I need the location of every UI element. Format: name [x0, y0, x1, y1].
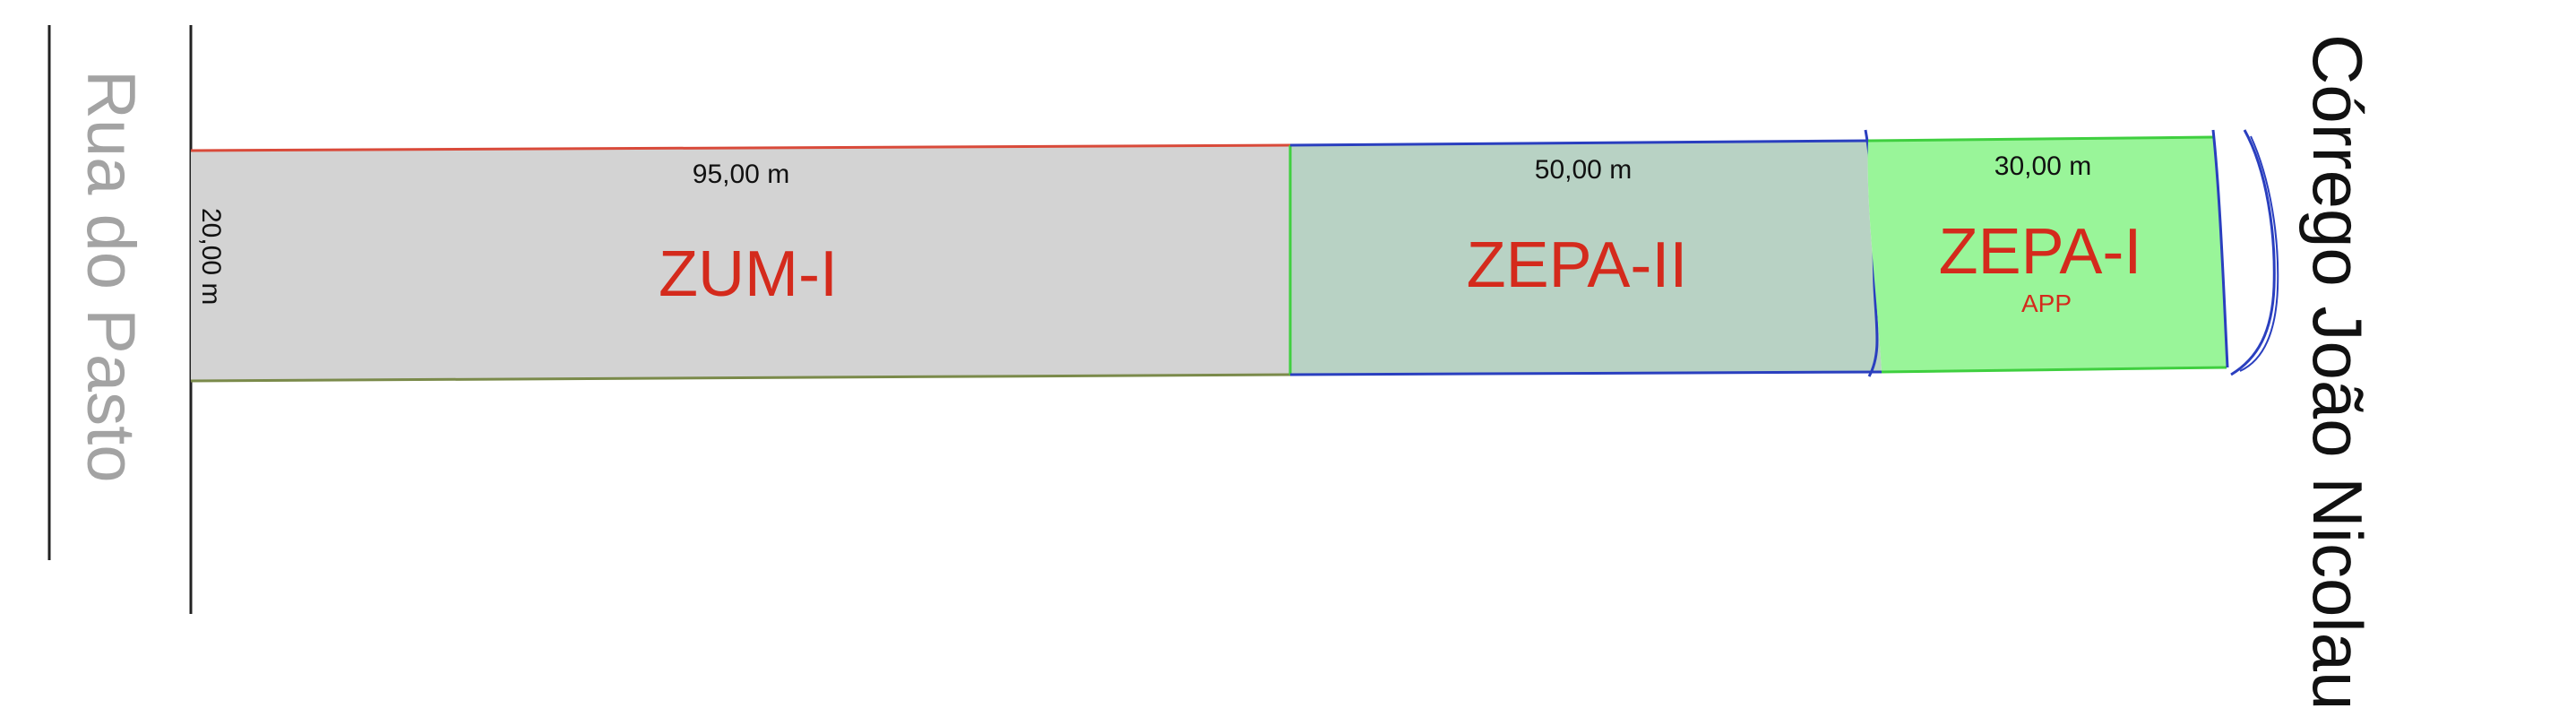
creek-label: Córrego João Nicolau: [2298, 34, 2377, 710]
creek-bracket-inner: [2239, 135, 2279, 372]
zone-zepa-i-label: ZEPA-I: [1939, 216, 2142, 288]
zone-zum-i-area: [191, 145, 1290, 381]
zone-zepa-i-bottom-edge: [1881, 366, 2227, 374]
zone-zum-i-label: ZUM-I: [659, 238, 838, 310]
zone-zum-i-top-edge: [190, 143, 1291, 152]
zone-zepa-i-right-edge: [2211, 129, 2229, 368]
creek-bracket: [2230, 129, 2276, 376]
zone-zum-i-bottom-edge: [190, 373, 1291, 383]
depth-zum-label: 95,00 m: [693, 160, 789, 189]
zone-zepa-ii-label: ZEPA-II: [1467, 229, 1688, 301]
zone-zepa-ii-top-edge: [1289, 139, 1869, 147]
street-label: Rua do Pasto: [73, 70, 149, 483]
frontage-label: 20,00 m: [196, 208, 226, 305]
zone-zepa-ii-bottom-edge: [1289, 370, 1882, 376]
zone-zepa-ii-area: [1290, 141, 1882, 375]
zone-zepa-i-area: [1867, 137, 2227, 372]
depth-zepa-ii-label: 50,00 m: [1535, 155, 1632, 185]
zone-zepa-i-app-label: APP: [2021, 289, 2072, 317]
depth-zepa-i-label: 30,00 m: [1994, 151, 2091, 181]
zone-zepa-i-top-edge: [1867, 135, 2214, 143]
